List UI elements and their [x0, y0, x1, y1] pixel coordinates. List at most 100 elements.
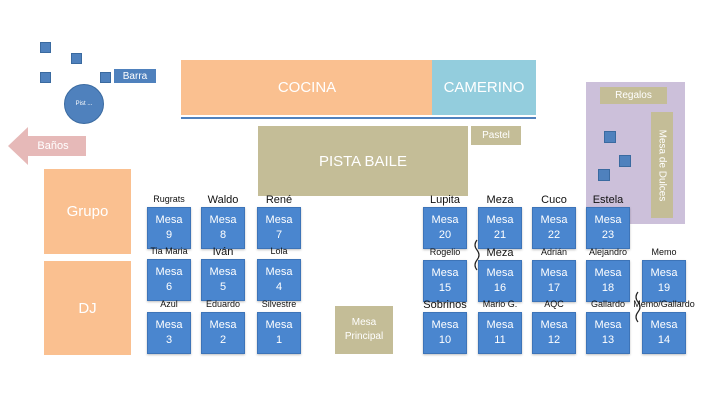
cocina-area: COCINA [181, 60, 433, 115]
table-number: 23 [601, 229, 615, 241]
table-3[interactable]: Mesa 3 [147, 312, 191, 354]
table-number: 11 [494, 334, 506, 346]
table-word: Mesa [650, 319, 678, 331]
table-2[interactable]: Mesa 2 [201, 312, 245, 354]
table-guest-label: Alejandro [588, 247, 628, 257]
table-9[interactable]: Mesa 9 [147, 207, 191, 249]
table-word: Mesa [486, 214, 514, 226]
pista-circle: Pist ... [64, 84, 104, 124]
table-23[interactable]: Mesa 23 [586, 207, 630, 249]
table-number: 21 [493, 229, 507, 241]
pista-baile-area: PISTA BAILE [258, 126, 468, 196]
table-word: Mesa [209, 266, 237, 278]
table-number: 8 [219, 229, 227, 241]
square-marker [598, 169, 610, 181]
table-number: 10 [438, 334, 452, 346]
table-16[interactable]: Mesa 16 [478, 260, 522, 302]
table-guest-label: Tia Maria [150, 246, 188, 256]
table-number: 18 [601, 282, 615, 294]
table-word: Mesa [155, 319, 183, 331]
table-number: 12 [547, 334, 561, 346]
table-number: 19 [657, 282, 671, 294]
table-21[interactable]: Mesa 21 [478, 207, 522, 249]
table-number: 2 [219, 334, 227, 346]
square-marker [40, 42, 51, 53]
table-word: Mesa [155, 266, 183, 278]
table-13[interactable]: Mesa 13 [586, 312, 630, 354]
table-number: 16 [493, 282, 507, 294]
table-word: Mesa [209, 319, 237, 331]
connector-squiggle [635, 291, 641, 323]
square-marker [40, 72, 51, 83]
table-guest-label: Cuco [541, 194, 567, 206]
table-14[interactable]: Mesa 14 [642, 312, 686, 354]
table-number: 14 [657, 334, 671, 346]
pastel-table: Pastel [471, 126, 521, 145]
pista-label: Pist ... [75, 101, 93, 107]
table-word: Mesa [594, 319, 622, 331]
table-word: Mesa [209, 214, 237, 226]
table-10[interactable]: Mesa 10 [423, 312, 467, 354]
table-word: Mesa [540, 214, 568, 226]
grupo-area: Grupo [44, 169, 131, 254]
table-word: Mesa [486, 319, 514, 331]
table-guest-label: Gallardo [590, 299, 626, 309]
divider-line [181, 117, 536, 119]
table-guest-label: Waldo [207, 194, 239, 206]
table-number: 13 [601, 334, 615, 346]
regalos-table: Regalos [600, 87, 667, 104]
table-word: Mesa [155, 214, 183, 226]
table-number: 22 [547, 229, 561, 241]
banos-arrow-icon [8, 127, 86, 165]
table-6[interactable]: Mesa 6 [147, 259, 191, 301]
table-guest-label: Eduardo [205, 299, 241, 309]
mesa-principal-table: Mesa Principal [335, 306, 393, 354]
connector-squiggle [474, 239, 480, 271]
table-number: 6 [165, 281, 173, 293]
table-guest-label: Sobrinos [423, 299, 467, 311]
table-guest-label: Meza [486, 247, 514, 259]
table-number: 9 [165, 229, 173, 241]
table-word: Mesa [540, 319, 568, 331]
table-guest-label: Rugrats [153, 194, 185, 204]
table-guest-label: Azul [160, 299, 178, 309]
table-word: Mesa [265, 266, 293, 278]
camerino-area: CAMERINO [432, 60, 536, 115]
table-8[interactable]: Mesa 8 [201, 207, 245, 249]
table-number: 3 [165, 334, 173, 346]
barra-label: Barra [114, 69, 156, 83]
table-guest-label: Lupita [430, 194, 460, 206]
table-guest-label: Estela [592, 194, 624, 206]
table-word: Mesa [431, 319, 459, 331]
square-marker [619, 155, 631, 167]
table-word: Mesa [486, 267, 514, 279]
table-20[interactable]: Mesa 20 [423, 207, 467, 249]
table-guest-label: Silvestre [261, 299, 297, 309]
table-guest-label: René [265, 194, 293, 206]
table-12[interactable]: Mesa 12 [532, 312, 576, 354]
dj-area: DJ [44, 261, 131, 355]
square-marker [71, 53, 82, 64]
table-guest-label: Memo/Gallardo [633, 299, 695, 309]
table-number: 15 [438, 282, 452, 294]
square-marker [604, 131, 616, 143]
table-number: 7 [275, 229, 283, 241]
mesa-dulces-table: Mesa de Dulces [651, 112, 673, 218]
table-guest-label: Memo [651, 247, 677, 257]
table-word: Mesa [431, 214, 459, 226]
table-11[interactable]: Mesa 11 [478, 312, 522, 354]
table-22[interactable]: Mesa 22 [532, 207, 576, 249]
table-15[interactable]: Mesa 15 [423, 260, 467, 302]
table-word: Mesa [594, 214, 622, 226]
table-number: 20 [438, 229, 452, 241]
table-word: Mesa [431, 267, 459, 279]
table-guest-label: Mario G. [482, 299, 518, 309]
table-word: Mesa [540, 267, 568, 279]
